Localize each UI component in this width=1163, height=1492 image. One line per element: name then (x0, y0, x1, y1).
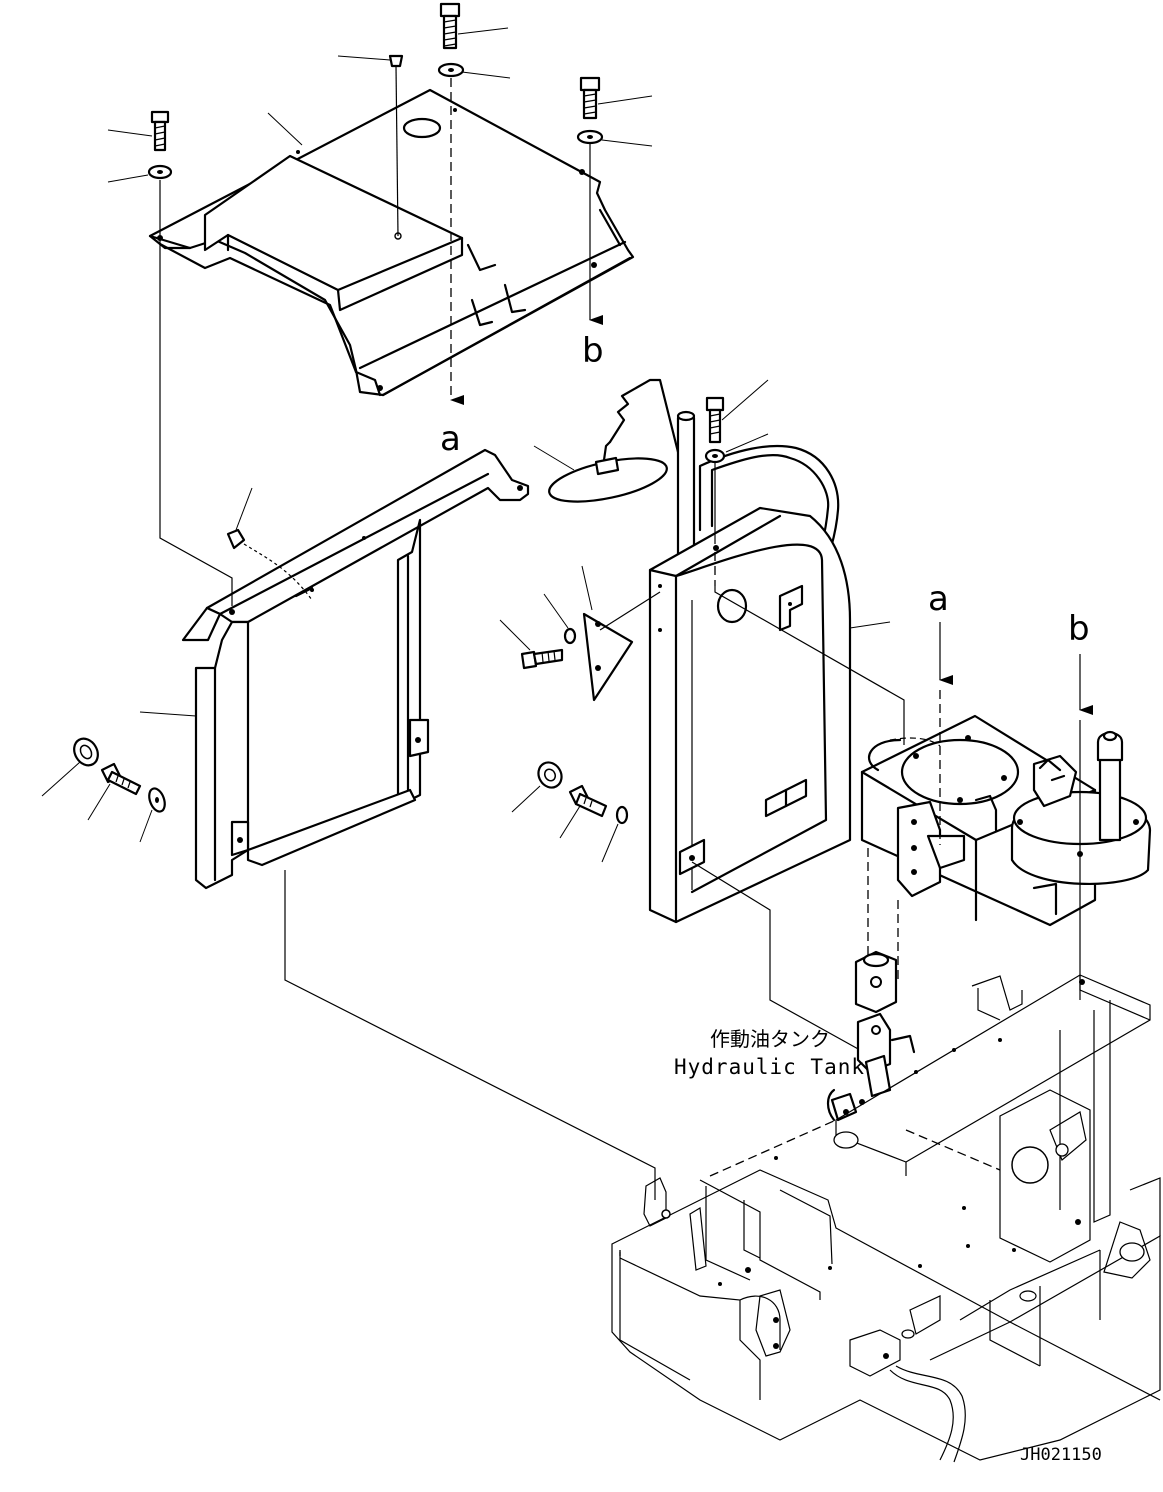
arrow-a-tank: a (928, 579, 953, 845)
triangle-bracket (581, 565, 661, 702)
callout-a-top: a (440, 419, 461, 459)
drawing-id: JH021150 (1020, 1445, 1102, 1465)
tank-label-en: Hydraulic Tank (674, 1055, 865, 1079)
switch-plate (533, 378, 682, 503)
main-frame (611, 974, 1161, 1463)
plug-top (337, 54, 404, 237)
bolt-top-left (107, 110, 173, 183)
bolt-top-center (437, 2, 511, 79)
callout-b-top: b (582, 331, 604, 371)
top-cover (148, 88, 635, 397)
left-frame (181, 448, 530, 890)
arrow-b-tank: b (1068, 609, 1093, 1000)
plug-left (226, 487, 313, 601)
hardware-center-bottom (511, 761, 629, 863)
arrow-b-top: b (582, 144, 604, 371)
callout-a-tank: a (928, 579, 949, 619)
arrow-a-top: a (440, 78, 464, 459)
bolt-top-right (576, 76, 653, 147)
callout-b-tank: b (1068, 609, 1090, 649)
hydraulic-tank (860, 714, 1152, 927)
tank-label-jp: 作動油タンク (710, 1027, 830, 1051)
valve-block (826, 950, 916, 1122)
right-panel (648, 410, 852, 924)
bolt-right-panel (704, 379, 769, 464)
hardware-center (499, 593, 577, 670)
hardware-left (41, 737, 166, 843)
